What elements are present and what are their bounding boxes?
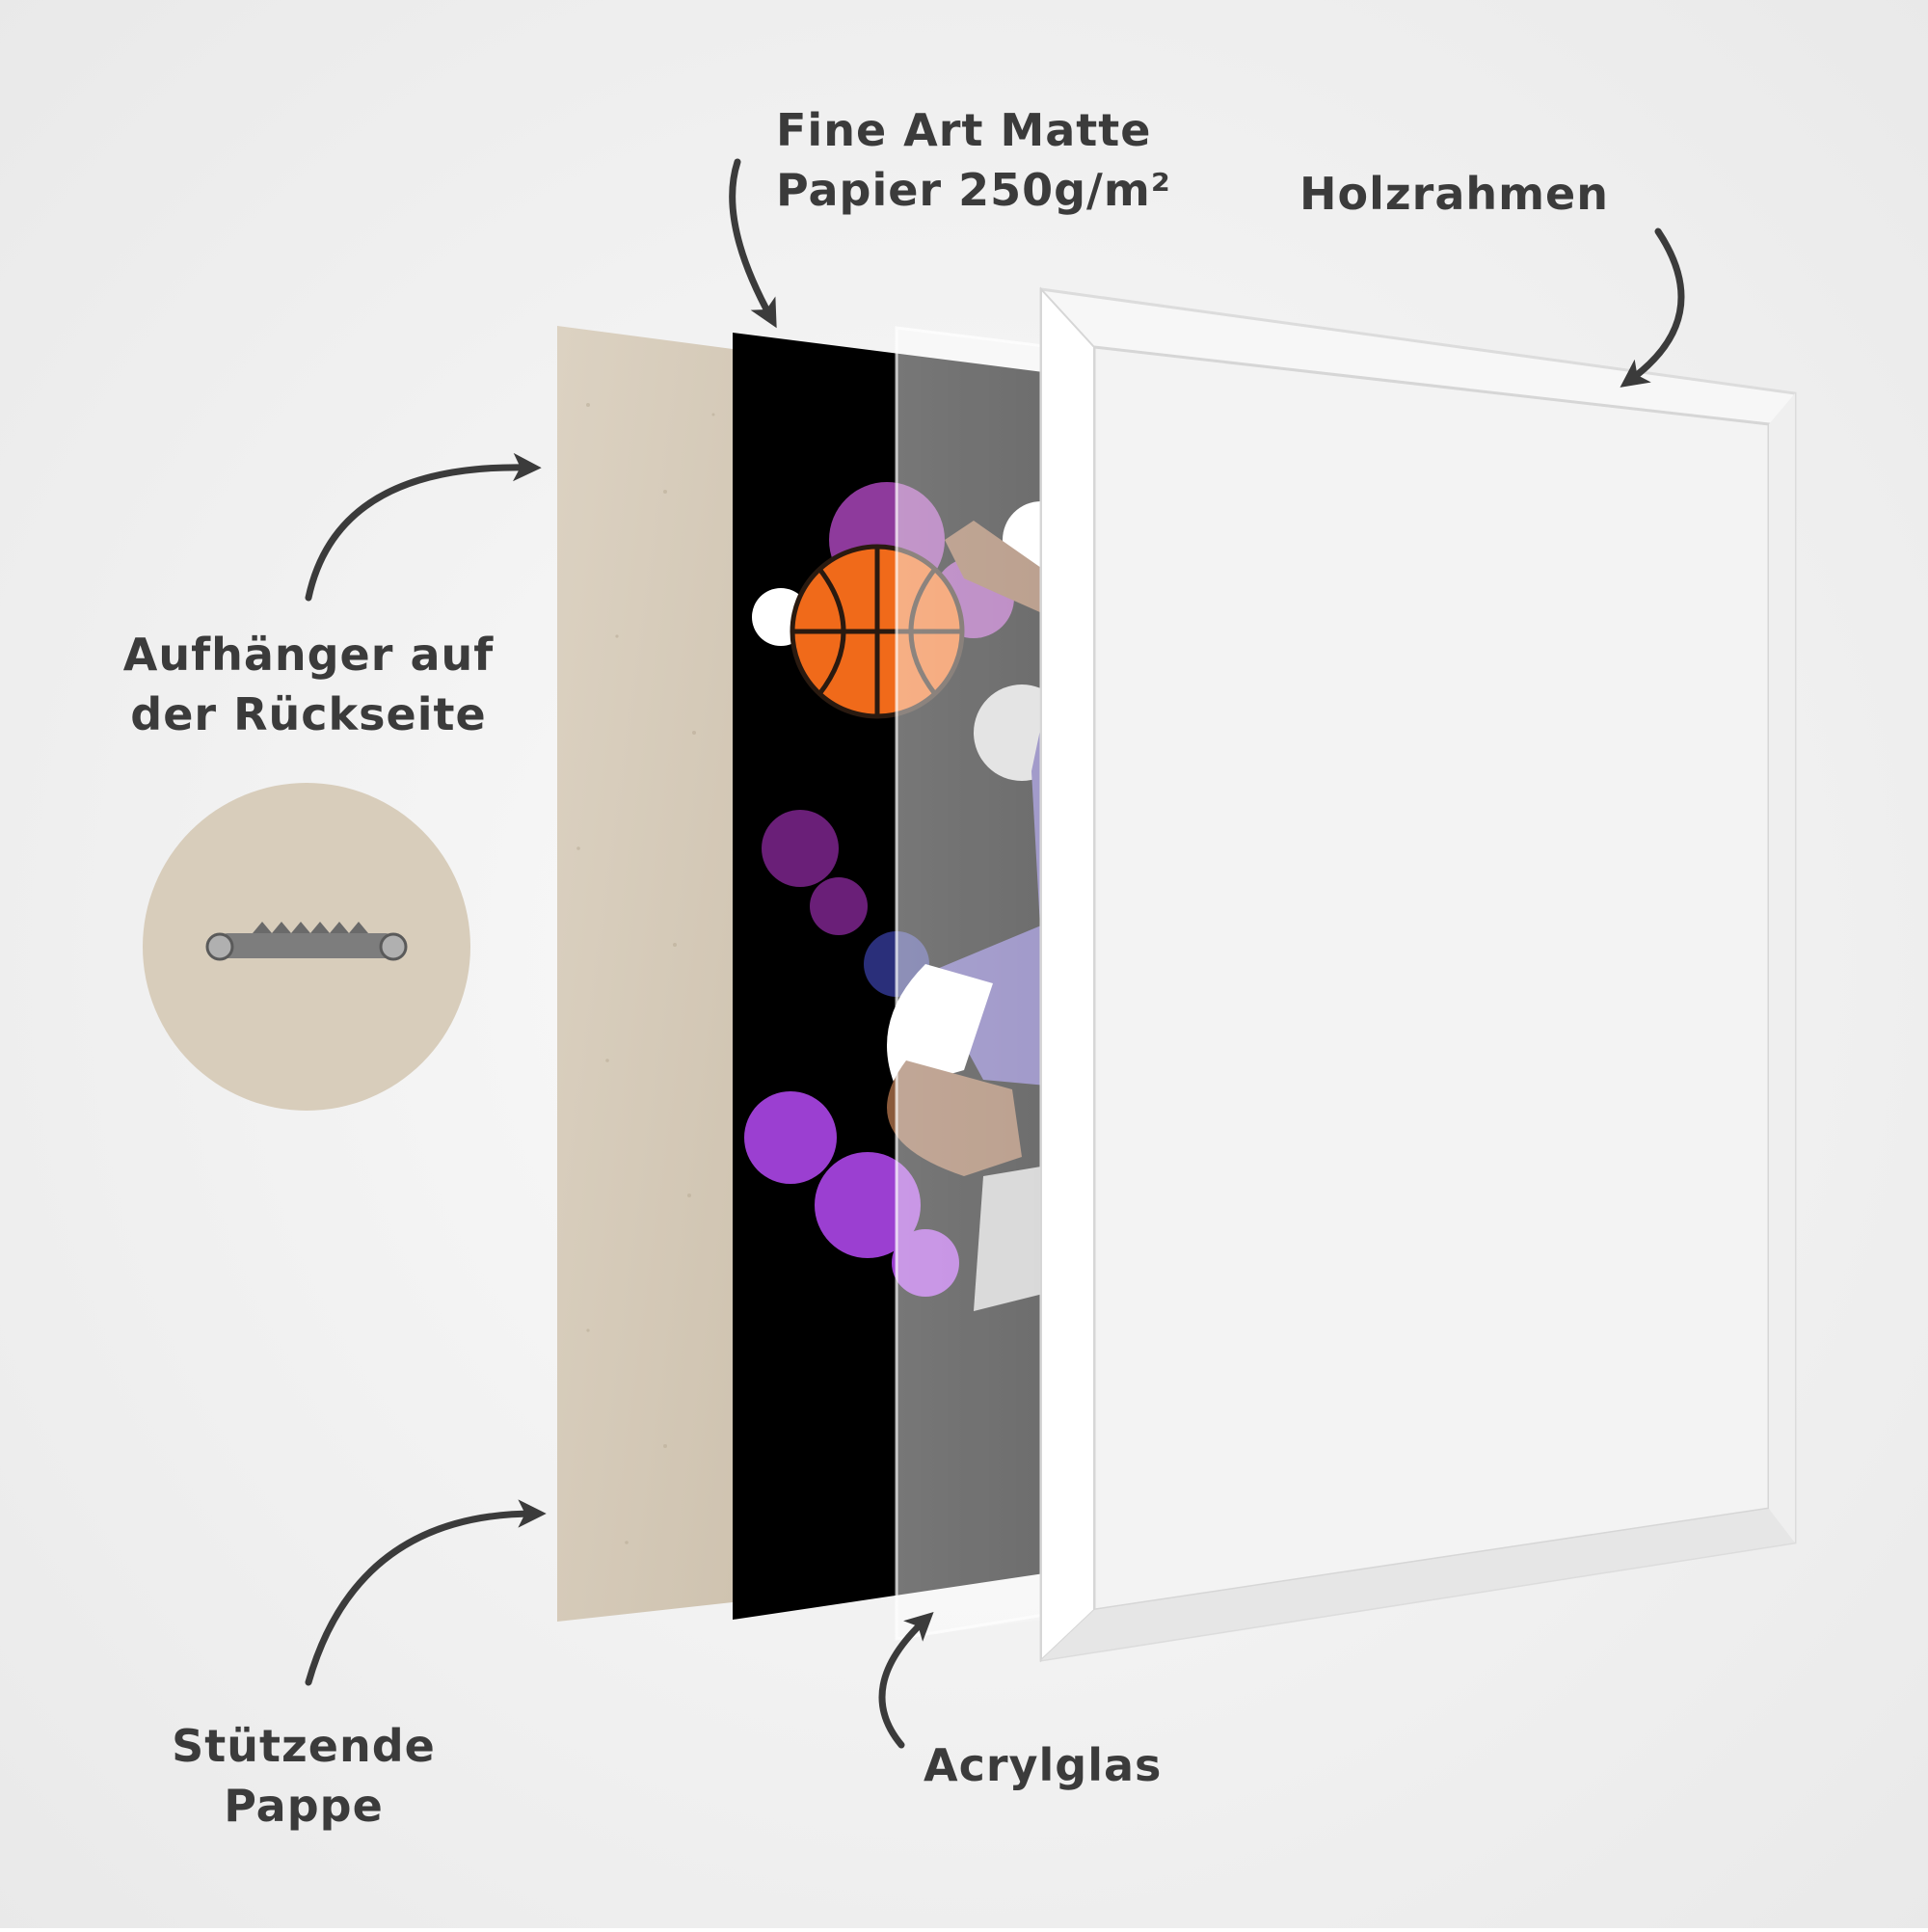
hanger-label-line2: der Rückseite — [130, 688, 487, 740]
cardboard-backing — [557, 326, 733, 1622]
acrylic-reflection — [897, 328, 1041, 1639]
backing-label-line2: Pappe — [224, 1780, 384, 1832]
sawtooth-hanger-icon — [205, 922, 408, 961]
callout-arrows — [305, 158, 1685, 1749]
hanger-label: Aufhänger auf der Rückseite — [96, 625, 521, 744]
hanger-detail — [143, 783, 470, 1111]
frame-label: Holzrahmen — [1299, 168, 1609, 220]
curved-arrow-icon — [305, 452, 542, 602]
paper-label-line1: Fine Art Matte — [776, 104, 1152, 156]
hanger-label-line1: Aufhänger auf — [122, 629, 495, 681]
curved-arrow-icon — [305, 1499, 547, 1686]
curved-arrow-icon — [878, 1611, 934, 1749]
curved-arrow-icon — [1620, 228, 1685, 388]
curved-arrow-icon — [729, 158, 777, 329]
paper-label: Fine Art Matte Papier 250g/m² — [776, 100, 1171, 220]
cardboard-speckles — [576, 403, 715, 1544]
wooden-frame — [1039, 286, 1797, 1663]
backing-label: Stützende Pappe — [140, 1716, 468, 1836]
backing-label-line1: Stützende — [172, 1720, 436, 1772]
acrylic-label: Acrylglas — [924, 1739, 1163, 1791]
paper-label-line2: Papier 250g/m² — [776, 164, 1171, 216]
